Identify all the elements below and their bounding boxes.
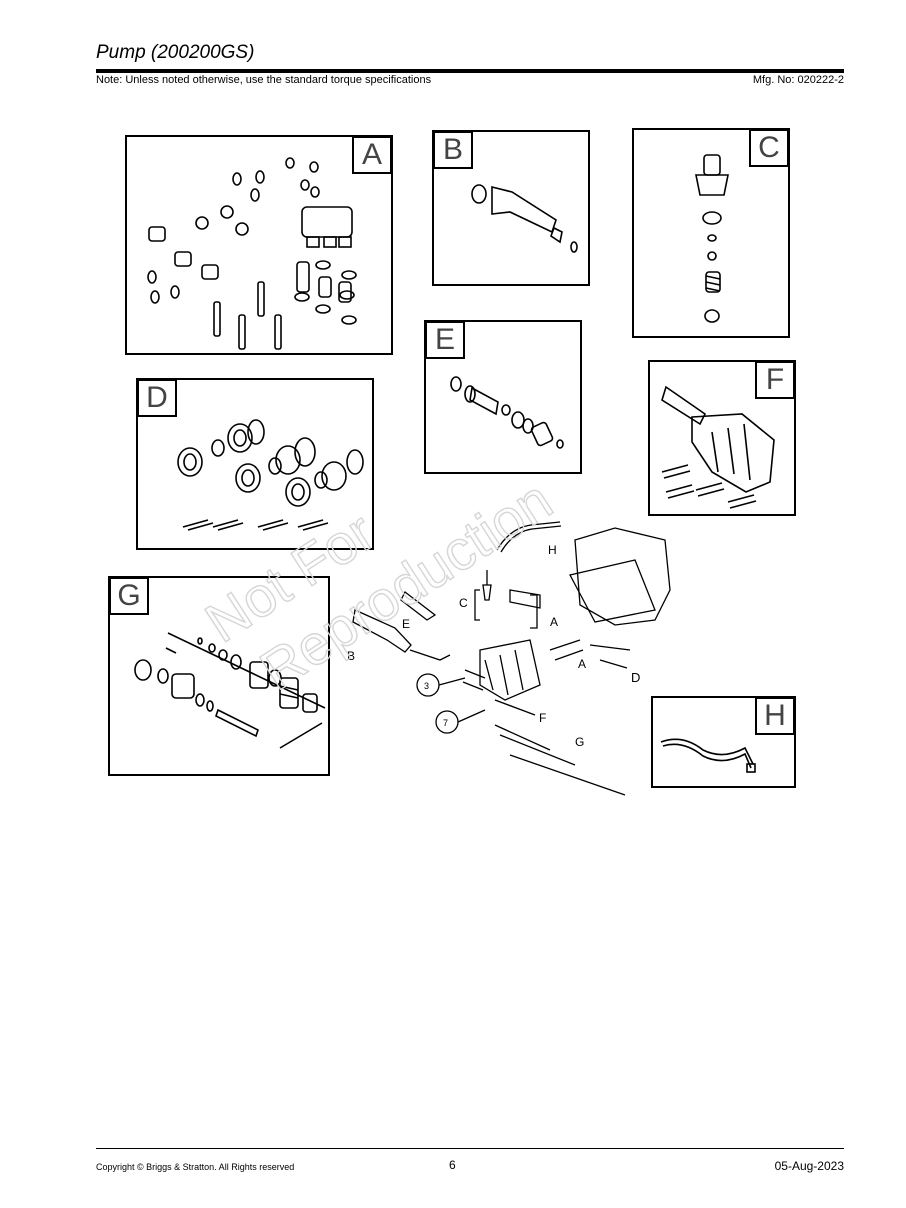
kit-label-h: H [755, 697, 795, 735]
torque-note: Note: Unless noted otherwise, use the st… [96, 74, 432, 86]
callout-g: G [575, 735, 584, 749]
pump-exploded-diagram: H C A E B A D F G 3 7 [347, 521, 671, 796]
callout-e: E [402, 617, 410, 631]
kit-label-d: D [137, 379, 177, 417]
kit-label-g: G [109, 577, 149, 615]
kit-f-drawing [661, 385, 775, 509]
kit-box-d: D [136, 378, 374, 550]
kit-a-drawing [147, 157, 357, 350]
callout-3: 3 [424, 681, 429, 691]
kit-b-drawing [471, 184, 578, 253]
copyright-notice: Copyright © Briggs & Stratton. All Right… [96, 1162, 295, 1172]
kit-label-f: F [755, 361, 795, 399]
mfg-number: Mfg. No: 020222-2 [752, 74, 844, 86]
kit-box-g: G [108, 576, 330, 776]
callout-d: D [631, 670, 640, 685]
document-date: 05-Aug-2023 [774, 1159, 844, 1173]
kit-box-b: B [432, 130, 590, 286]
kit-box-f: F [648, 360, 796, 516]
kit-label-b: B [433, 131, 473, 169]
page-title: Pump (200200GS) [96, 42, 255, 63]
kit-box-h: H [651, 696, 796, 788]
callout-b: B [347, 649, 355, 663]
footer-rule [96, 1148, 844, 1149]
kit-e-drawing [450, 376, 564, 449]
kit-g-drawing [134, 632, 326, 749]
callout-c: C [459, 596, 468, 610]
kit-box-e: E [424, 320, 582, 474]
header-rule [96, 69, 844, 73]
kit-label-c: C [749, 129, 789, 167]
kit-label-e: E [425, 321, 465, 359]
callout-h: H [548, 543, 557, 557]
callout-f: F [539, 711, 546, 725]
callout-7: 7 [443, 718, 448, 728]
kit-d-drawing [177, 419, 364, 531]
kit-c-drawing [695, 154, 729, 323]
kit-label-a: A [352, 136, 392, 174]
kit-h-drawing [660, 738, 756, 773]
kit-box-c: C [632, 128, 790, 338]
kit-box-a: A [125, 135, 393, 355]
callout-a-lower: A [578, 657, 586, 671]
page-number: 6 [449, 1158, 456, 1172]
callout-a-upper: A [550, 615, 558, 629]
